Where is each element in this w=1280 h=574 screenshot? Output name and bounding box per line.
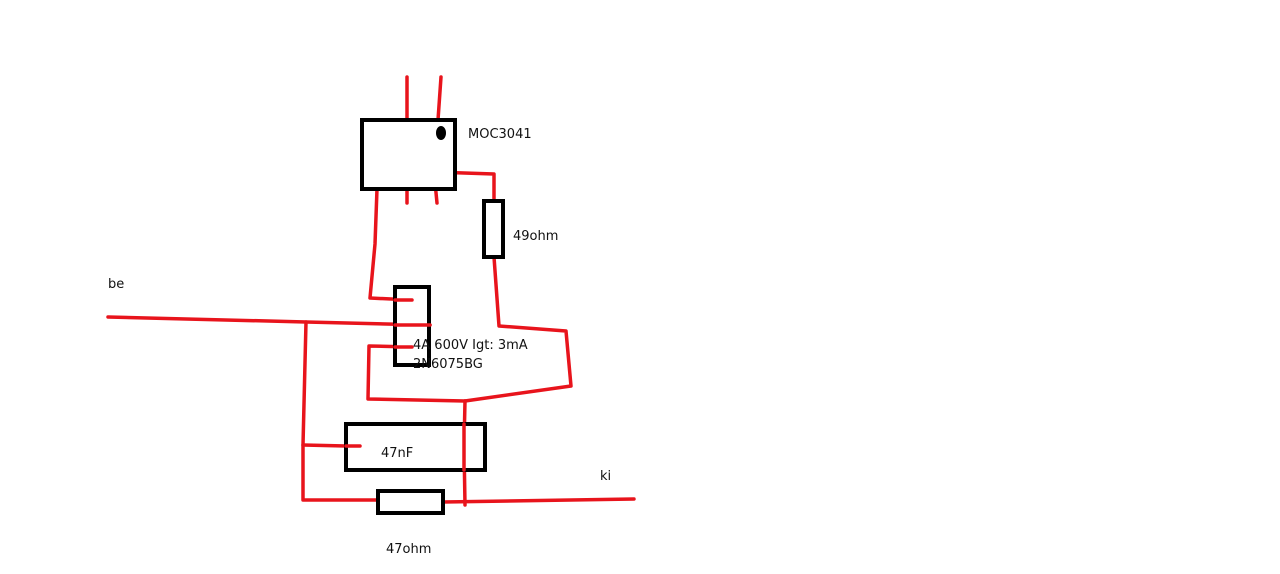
components — [344, 118, 505, 515]
capacitor-label: 47nF — [381, 446, 414, 461]
wire-opto-input-2 — [436, 75, 443, 122]
wire-opto-to-triac-gate — [368, 187, 414, 302]
wire-resistor-to-triac — [463, 255, 573, 403]
optocoupler-label: MOC3041 — [468, 127, 532, 142]
gate-resistor-body — [482, 199, 505, 259]
wires — [106, 75, 636, 507]
snubber-resistor-body — [376, 489, 445, 515]
snubber-resistor-label: 47ohm — [386, 542, 432, 557]
capacitor-body — [344, 422, 487, 472]
wire-triac-mt2 — [366, 344, 467, 403]
overlay-wires — [344, 298, 466, 472]
triac-part-label: 2N6075BG — [413, 357, 483, 372]
gate-resistor-label: 49ohm — [513, 229, 559, 244]
optocoupler-pin1-dot — [436, 126, 446, 140]
wire-line-out — [441, 497, 636, 504]
line-in-label: be — [108, 277, 125, 292]
line-out-label: ki — [600, 469, 612, 484]
wire-to-capacitor — [301, 443, 348, 448]
triac-rating-label: 4A 600V Igt: 3mA — [413, 338, 528, 353]
wire-line-in — [106, 315, 432, 327]
wire-left-bus — [301, 320, 380, 502]
